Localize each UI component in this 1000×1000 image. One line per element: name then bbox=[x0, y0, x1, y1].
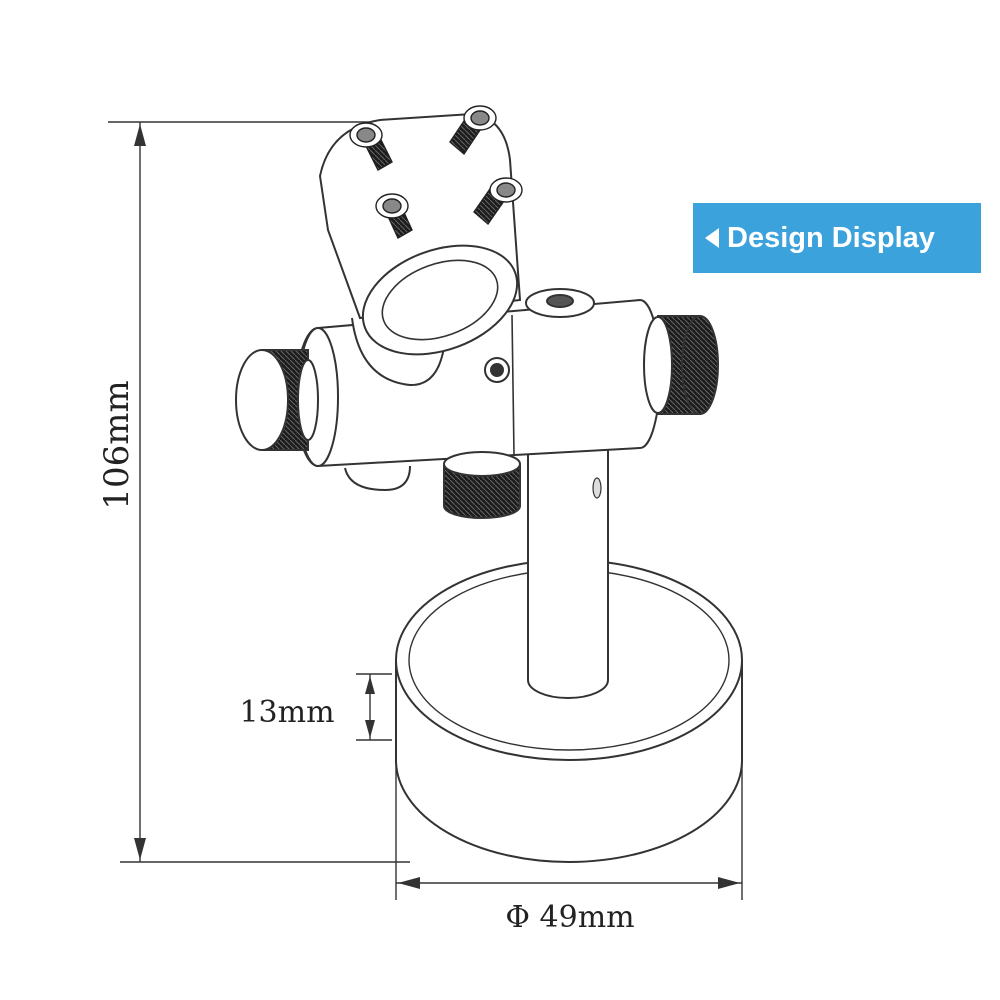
diameter-label: Φ 49mm bbox=[505, 900, 634, 935]
screw-mid-left bbox=[375, 193, 413, 239]
screw-top-left bbox=[349, 122, 393, 171]
screw-top-right bbox=[449, 105, 497, 156]
diameter-dimension bbox=[395, 740, 743, 900]
right-knob bbox=[643, 315, 719, 415]
left-arrow-icon bbox=[705, 228, 719, 248]
thickness-dimension bbox=[356, 673, 392, 741]
height-label: 106mm bbox=[97, 380, 137, 509]
banner-label: Design Display bbox=[727, 221, 935, 254]
design-display-banner: Design Display bbox=[693, 203, 981, 273]
bottom-knob bbox=[443, 451, 521, 519]
thickness-label: 13mm bbox=[239, 695, 334, 730]
left-knob bbox=[235, 349, 319, 451]
laser-holder-clamp bbox=[318, 112, 522, 387]
support-post bbox=[527, 439, 609, 699]
height-dimension bbox=[108, 121, 410, 863]
holder-screws bbox=[349, 105, 523, 239]
screw-mid-right bbox=[473, 177, 523, 226]
